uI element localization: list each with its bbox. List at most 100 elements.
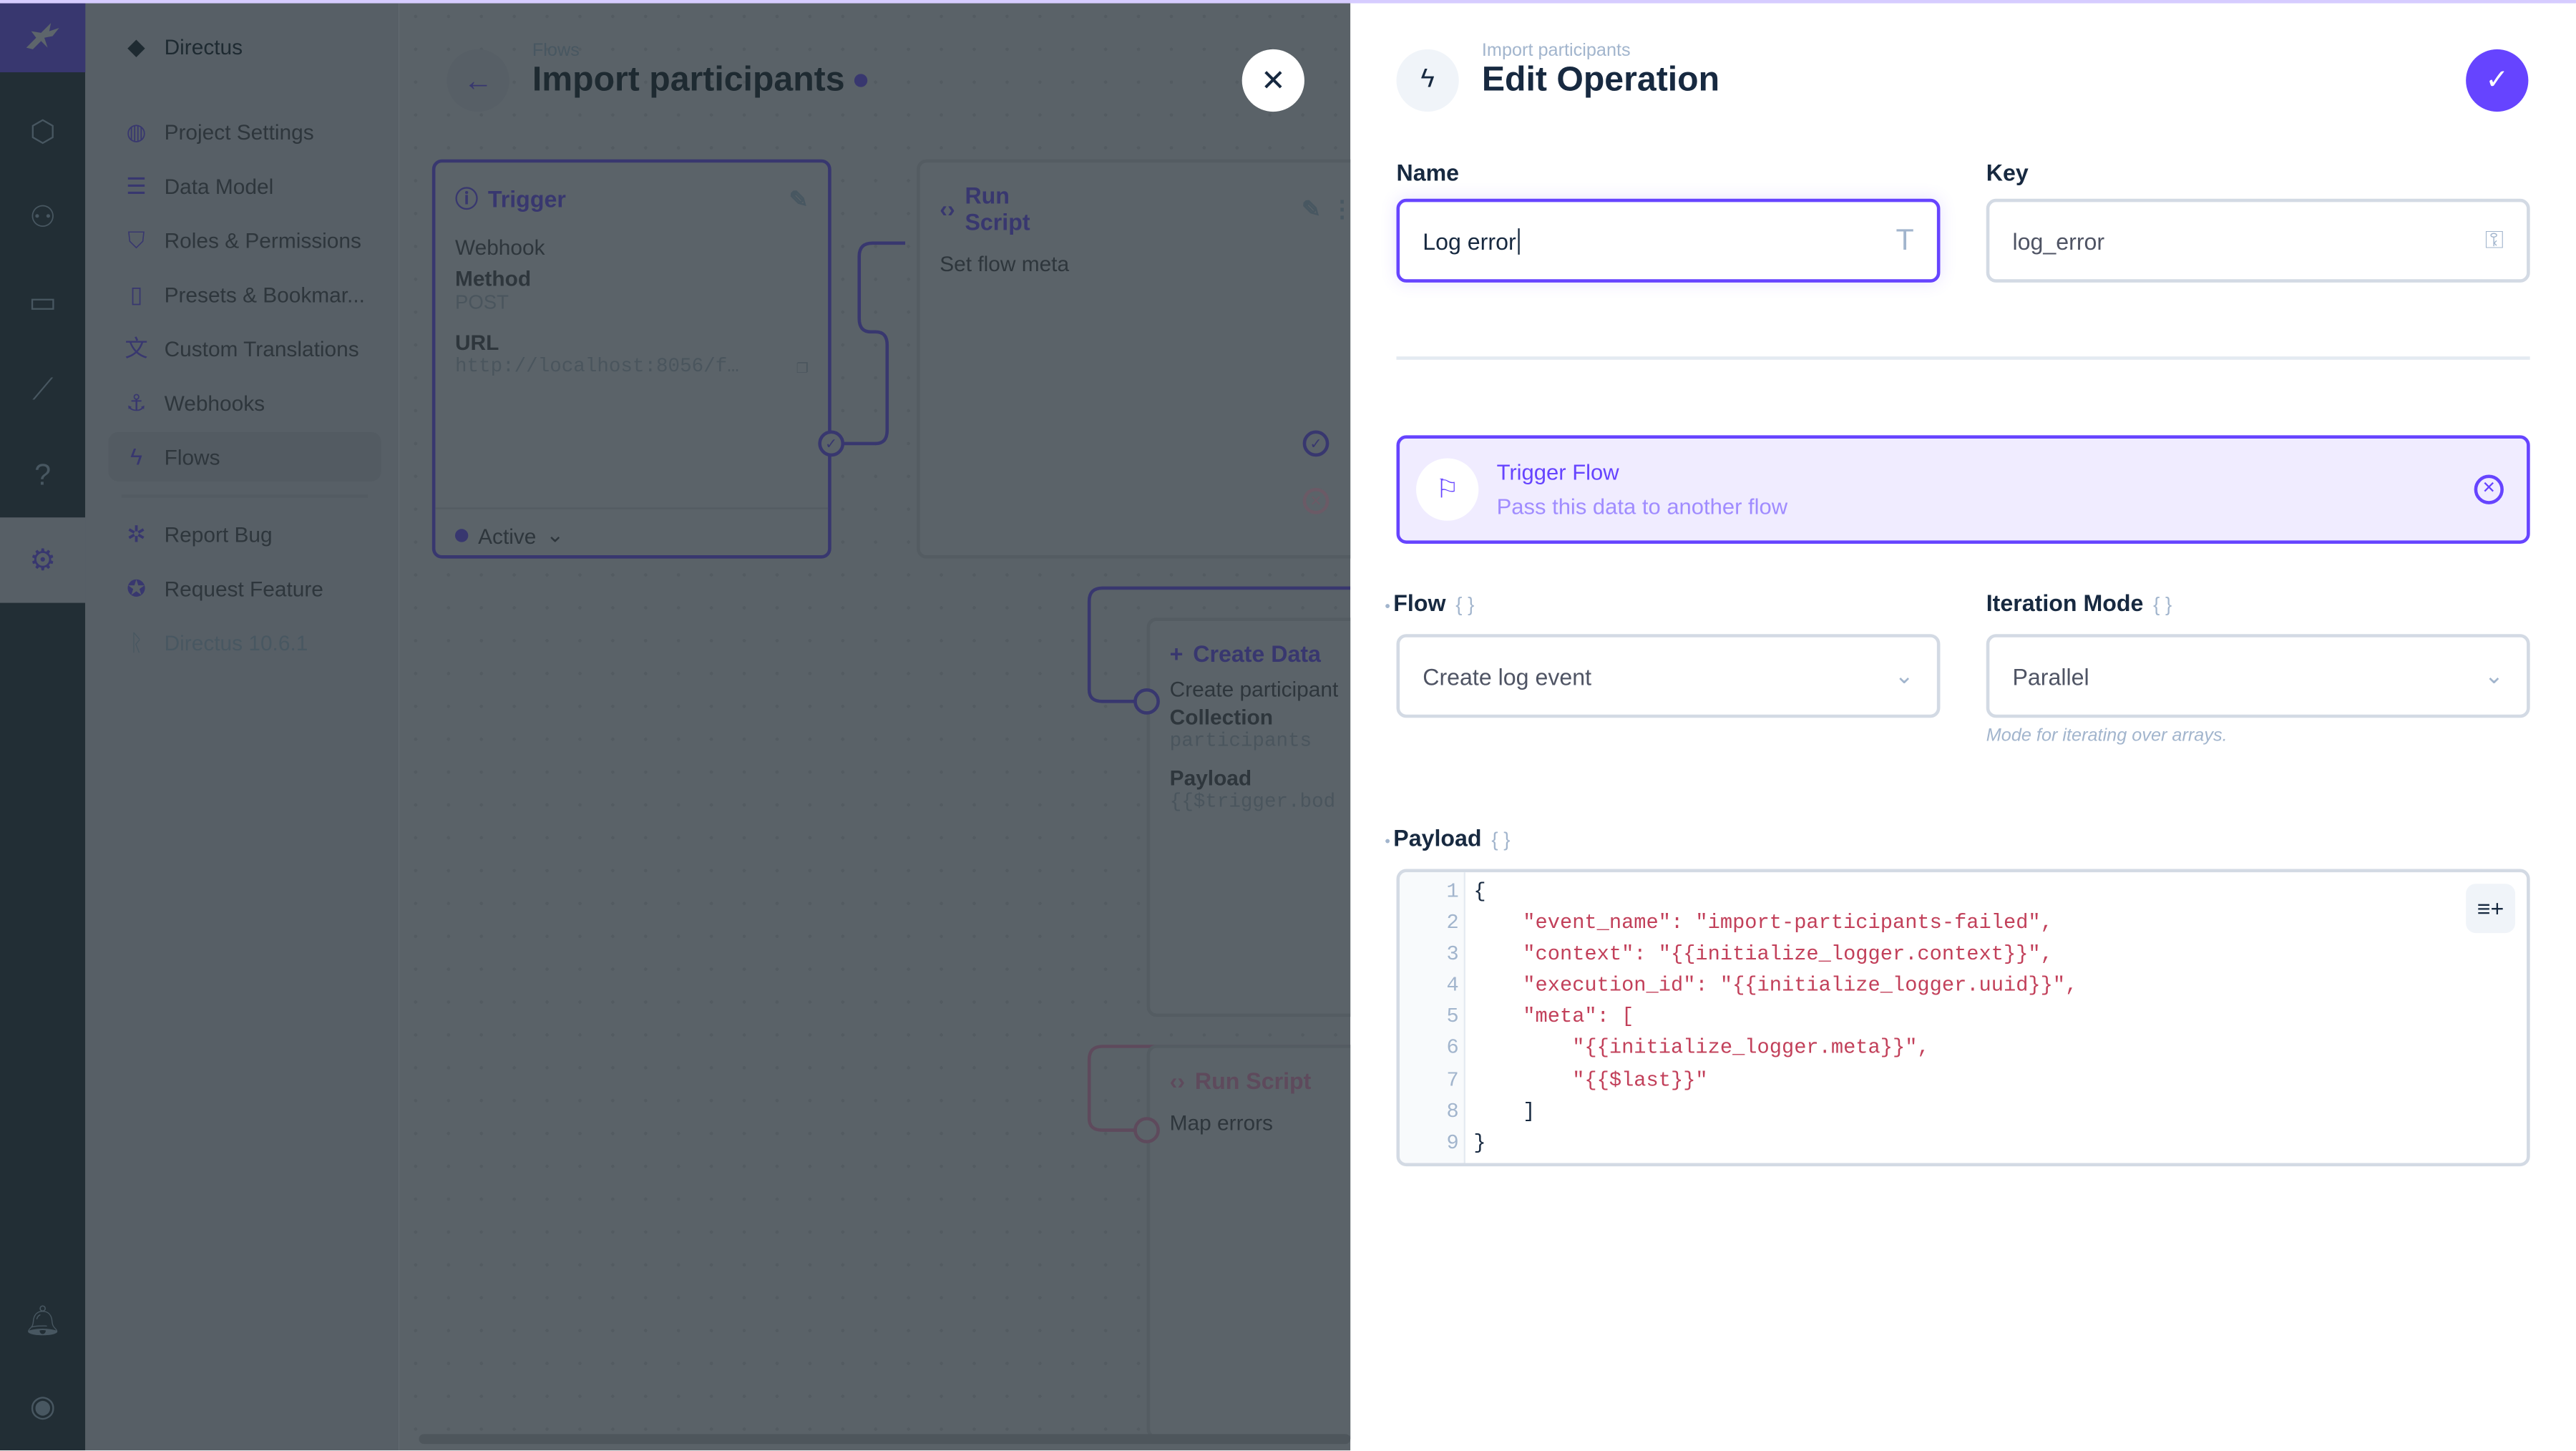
name-label: Name <box>1396 159 1460 186</box>
chevron-down-icon: ⌄ <box>546 522 565 547</box>
chevron-down-icon: ⌄ <box>2484 662 2504 688</box>
code-content[interactable]: { "event_name": "import-participants-fai… <box>1473 877 2077 1160</box>
content-cube-icon[interactable]: ⬡ <box>29 114 56 147</box>
check-icon: ✓ <box>2485 64 2509 96</box>
directus-logo-icon[interactable] <box>0 0 86 73</box>
sidebar-item-data-model[interactable]: ☰Data Model <box>109 161 381 210</box>
divider <box>1396 356 2530 360</box>
flag-icon: ⚐ <box>1416 458 1479 521</box>
code-line: "event_name": "import-participants-faile… <box>1473 912 2053 935</box>
back-button[interactable]: ← <box>447 49 509 112</box>
code-line: ] <box>1473 1100 1536 1123</box>
iteration-mode-hint: Mode for iterating over arrays. <box>1986 726 2228 746</box>
settings-gear-icon[interactable]: ⚙ <box>0 517 86 603</box>
line-number: 4 <box>1446 974 1459 998</box>
more-vert-icon[interactable]: ⋮ <box>1330 195 1354 221</box>
operation-title: Trigger Flow <box>1496 459 1619 485</box>
trigger-type: Webhook <box>454 235 545 260</box>
sidebar-item-presets-bookmarks[interactable]: ▯Presets & Bookmar... <box>109 270 381 319</box>
anchor-icon: ⚓︎ <box>126 388 147 415</box>
users-icon[interactable]: ⚇ <box>29 199 57 233</box>
sidebar-item-report-bug[interactable]: ✲Report Bug <box>109 509 381 559</box>
unsaved-dot <box>854 74 868 87</box>
line-number: 8 <box>1446 1100 1459 1123</box>
bolt-circle-icon: ϟ <box>1396 49 1459 112</box>
horizontal-scrollbar[interactable] <box>419 1434 1351 1445</box>
flow-select[interactable]: Create log event⌄ <box>1396 634 1941 718</box>
key-input[interactable]: log_error⚿ <box>1986 198 2530 283</box>
bolt-icon: ϟ <box>130 443 143 470</box>
status-dropdown[interactable]: Active⌄ <box>454 522 565 549</box>
code-line: "{{$last}}" <box>1473 1068 1708 1092</box>
edit-pencil-icon[interactable]: ✎ <box>789 185 809 212</box>
success-handle-icon[interactable]: ✓ <box>818 430 845 457</box>
sidebar-item-webhooks[interactable]: ⚓︎Webhooks <box>109 378 381 427</box>
flow-label: •Flow{ } <box>1385 590 1475 616</box>
success-handle-icon[interactable]: ✓ <box>1302 430 1330 457</box>
shield-lock-icon: ⛉ <box>127 225 145 253</box>
sidebar-item-project-settings[interactable]: ◍Project Settings <box>109 107 381 156</box>
code-line: "execution_id": "{{initialize_logger.uui… <box>1473 974 2078 998</box>
line-number: 3 <box>1446 943 1459 967</box>
raw-value-braces-icon[interactable]: { } <box>1491 828 1511 851</box>
notifications-bell-icon[interactable]: 🔔︎ <box>24 1303 62 1337</box>
user-account-icon[interactable]: ◉ <box>29 1389 56 1422</box>
code-icon: ‹› <box>940 195 955 222</box>
list-icon: ☰ <box>126 171 147 198</box>
input-handle-icon[interactable] <box>1133 688 1160 715</box>
raw-value-braces-icon[interactable]: { } <box>2153 592 2172 616</box>
code-line: "meta": [ <box>1473 1005 1634 1030</box>
sidebar-item-roles-permissions[interactable]: ⛉Roles & Permissions <box>109 215 381 265</box>
text-type-icon: T <box>1896 223 1914 257</box>
edit-pencil-icon[interactable]: ✎ <box>1301 195 1321 221</box>
operation-subtitle: Pass this data to another flow <box>1496 494 1788 519</box>
playlist-add-icon: ≡+ <box>2477 895 2504 922</box>
bug-icon: ✲ <box>127 519 147 547</box>
code-line: { <box>1473 880 1486 904</box>
code-line: } <box>1473 1131 1486 1155</box>
iteration-mode-select[interactable]: Parallel⌄ <box>1986 634 2530 718</box>
drawer-title: Edit Operation <box>1481 60 1720 99</box>
code-line: "{{initialize_logger.meta}}", <box>1473 1037 1930 1060</box>
key-label: Key <box>1986 159 2029 186</box>
close-icon: ✕ <box>1260 63 1286 97</box>
globe-icon: ◍ <box>126 117 147 144</box>
breadcrumb[interactable]: Flows <box>532 41 580 61</box>
operation-type-card[interactable]: ⚐ Trigger Flow Pass this data to another… <box>1396 435 2530 544</box>
translate-icon: 文 <box>125 335 148 362</box>
insert-variable-button[interactable]: ≡+ <box>2466 884 2516 934</box>
nav-rail: ⬡ ⚇ ▭ ⟋ ? ⚙ 🔔︎ ◉ <box>0 0 86 1451</box>
bolt-circle-icon: ⓘ <box>454 185 479 212</box>
insights-chart-icon[interactable]: ⟋ <box>32 372 54 405</box>
run-script-card[interactable]: ‹›Run Script✎⋮ Set flow meta <box>917 159 1377 559</box>
deselect-operation-icon[interactable]: ✕ <box>2474 474 2504 504</box>
page-title: Import participants <box>532 61 868 100</box>
line-number: 6 <box>1446 1037 1459 1060</box>
payload-label: •Payload{ } <box>1385 824 1511 851</box>
failure-handle-icon[interactable]: ✕ <box>1302 487 1330 514</box>
sidebar-divider <box>121 494 369 498</box>
project-header[interactable]: ◆Directus <box>109 21 381 71</box>
copy-icon[interactable]: ❐ <box>796 356 809 380</box>
input-handle-icon[interactable] <box>1133 1117 1160 1143</box>
raw-value-braces-icon[interactable]: { } <box>1455 592 1475 616</box>
edit-operation-drawer: ϟ Import participants Edit Operation ✓ N… <box>1350 0 2576 1451</box>
line-number: 5 <box>1446 1005 1459 1030</box>
project-logo-icon: ◆ <box>127 31 145 59</box>
files-folder-icon[interactable]: ▭ <box>29 285 57 318</box>
chevron-down-icon: ⌄ <box>1894 662 1914 688</box>
verified-icon: ✪ <box>127 574 147 601</box>
sidebar-item-request-feature[interactable]: ✪Request Feature <box>109 563 381 612</box>
save-button[interactable]: ✓ <box>2466 49 2529 112</box>
status-dot <box>454 529 469 542</box>
help-icon[interactable]: ? <box>34 457 52 491</box>
close-drawer-button[interactable]: ✕ <box>1241 49 1304 112</box>
